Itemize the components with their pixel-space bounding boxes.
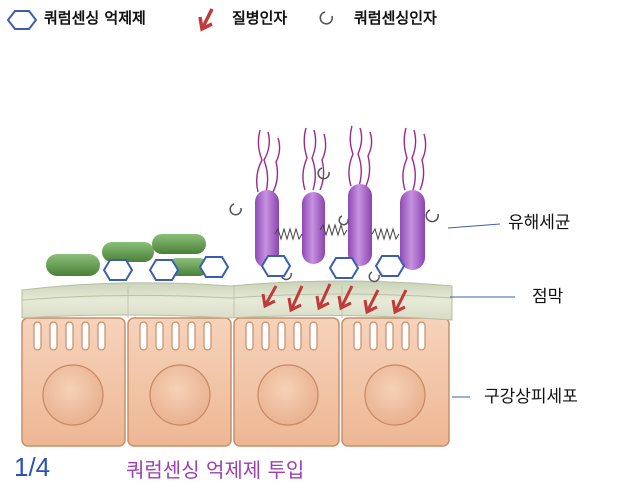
- pathogen-bacterium: [302, 192, 325, 264]
- label-mucosa: 점막: [532, 287, 564, 307]
- epithelial-cell-layer: [21, 317, 450, 447]
- epithelial-cell: [21, 317, 126, 447]
- legend-qs-factor-label: 쿼럼센싱인자: [354, 9, 437, 27]
- slide-caption: 쿼럼센싱 억제제 투입: [126, 458, 305, 482]
- qs-signal-icon: [319, 11, 334, 25]
- pathogen-bacterium: [400, 190, 425, 270]
- legend-disease-factor-label: 질병인자: [232, 9, 288, 27]
- red-arrow-icon: [198, 8, 214, 32]
- qs-inhibitor-molecules: [102, 255, 406, 281]
- epithelial-cell: [341, 317, 450, 447]
- label-oral-epithelial-cells: 구강상피세포: [484, 387, 578, 407]
- mucosa-layer: [21, 280, 453, 321]
- pointer-line-bacteria: [447, 223, 501, 229]
- legend-inhibitor-label: 쿼럼센싱 억제제: [44, 9, 146, 27]
- disease-factor-arrows: [261, 283, 408, 315]
- commensal-bacteria-cluster: [46, 234, 208, 276]
- hexagon-icon: [6, 10, 38, 30]
- pathogen-bacterium: [255, 190, 279, 268]
- pathogen-bacterium: [348, 184, 372, 266]
- epithelial-cell: [127, 317, 232, 447]
- label-harmful-bacteria: 유해세균: [508, 213, 571, 233]
- page-indicator: 1/4: [14, 452, 51, 482]
- epithelial-cell: [233, 317, 340, 447]
- harmful-bacteria-group: [255, 125, 427, 270]
